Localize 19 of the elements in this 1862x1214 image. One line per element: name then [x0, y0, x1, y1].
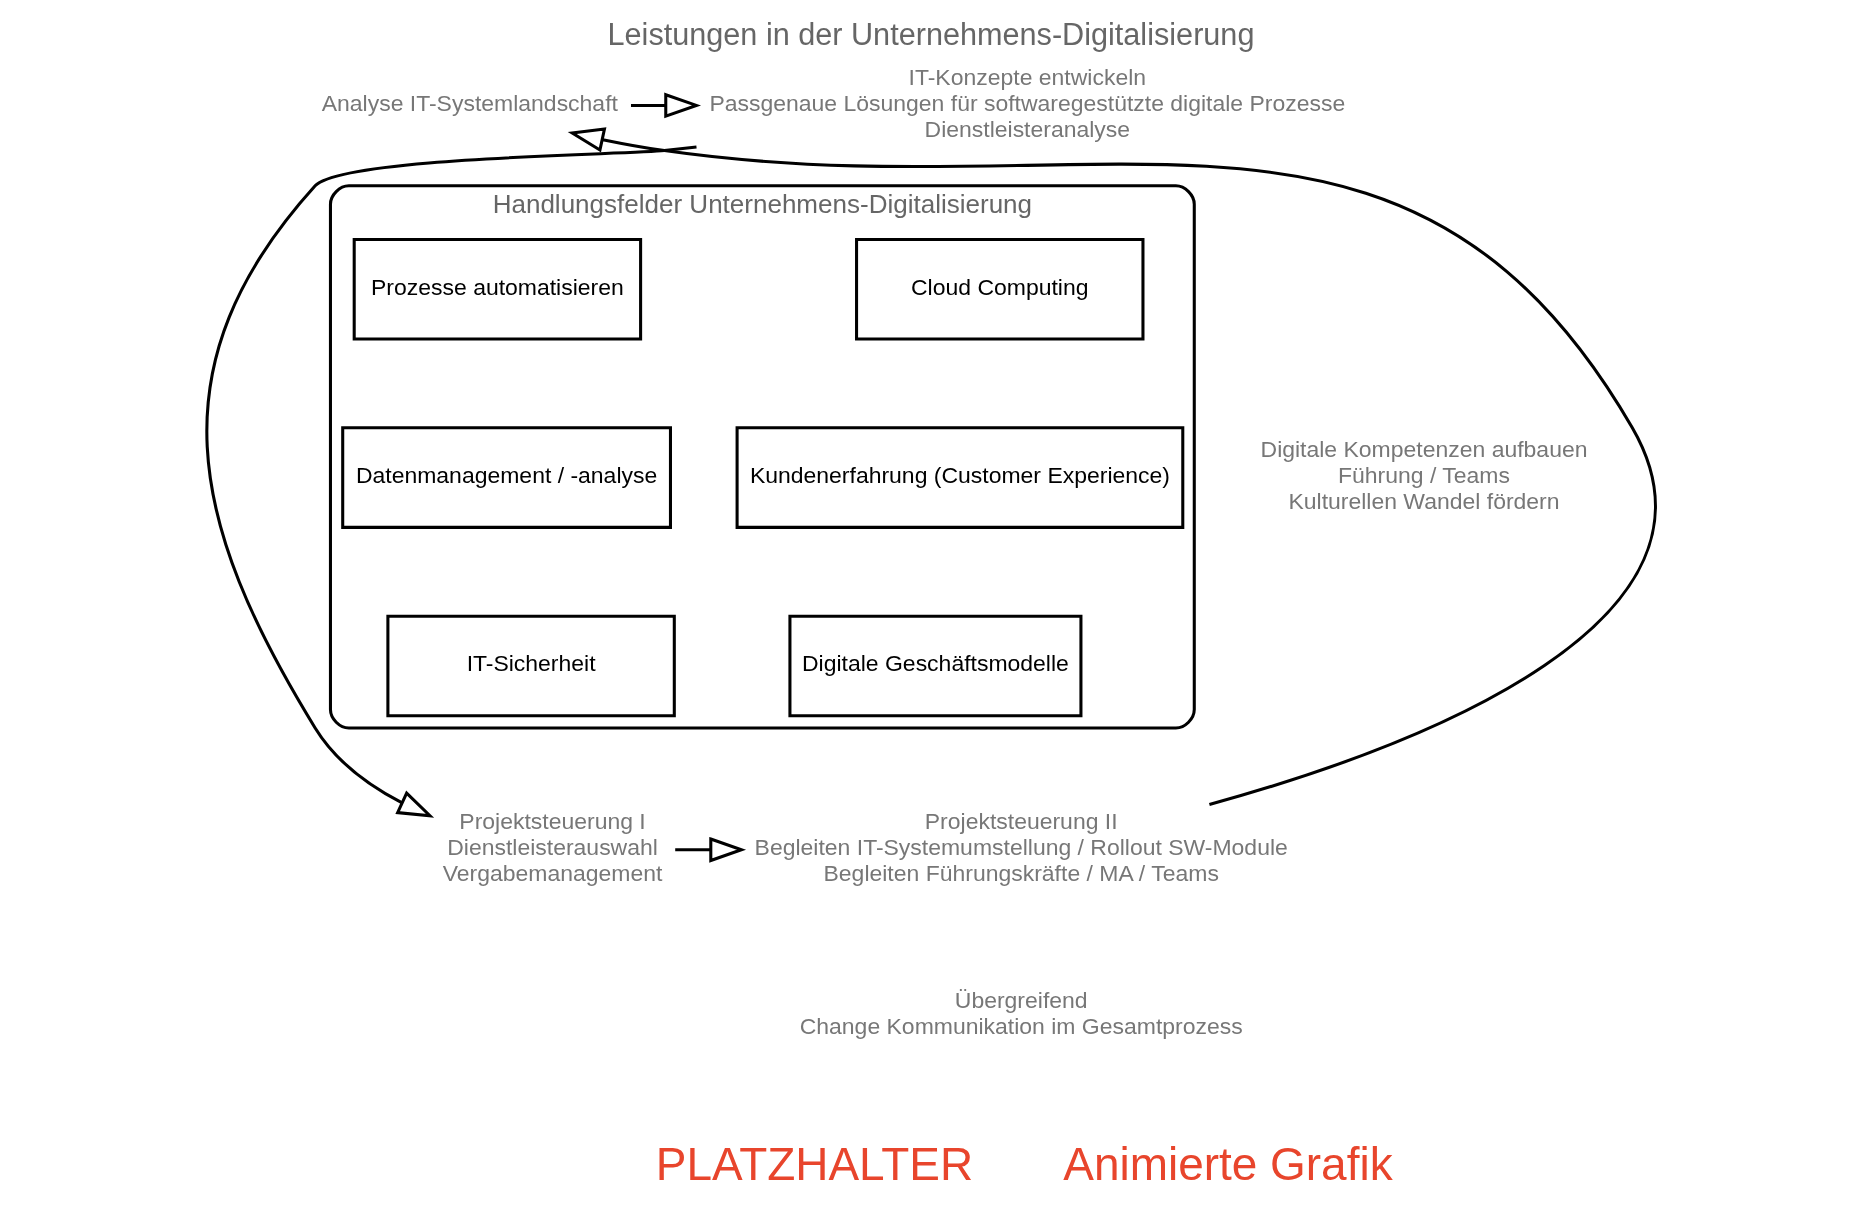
node-text: Projektsteuerung I Dienstleisterauswahl Vergabemanagement	[442, 808, 663, 887]
node-box: IT-Sicherheit	[386, 614, 676, 718]
arrow	[631, 92, 702, 119]
arrow	[205, 145, 697, 818]
node-text: IT-Konzepte entwickeln Passgenaue Lösungen für softwaregestützte digitale Prozesse Dienstleisteranalyse	[709, 63, 1346, 142]
node-text: Digitale Kompetenzen aufbauen Führung / Teams Kulturellen Wandel fördern	[1260, 435, 1588, 514]
node-text: Projektsteuerung II Begleiten IT-Systemumstellung / Rollout SW-Module Begleiten Führungskräfte / MA / Teams	[754, 808, 1288, 887]
node-box: Digitale Geschäftsmodelle	[788, 614, 1083, 718]
arrow	[675, 836, 747, 863]
label: PLATZHALTER	[655, 1137, 974, 1190]
label: Animierte Grafik	[1063, 1137, 1393, 1190]
arrow	[567, 127, 1656, 807]
node-text: Übergreifend Change Kommunikation im Gesamtprozess	[799, 987, 1243, 1040]
node-box: Cloud Computing	[855, 237, 1145, 341]
diagram-title: Leistungen in der Unternehmens-Digitalisierung	[607, 16, 1255, 51]
node-box: Prozesse automatisieren	[352, 237, 643, 341]
node-box: Kundenerfahrung (Customer Experience)	[735, 426, 1185, 529]
node-box: Datenmanagement / -analyse	[341, 426, 672, 529]
node-text: Analyse IT-Systemlandschaft	[321, 89, 618, 116]
